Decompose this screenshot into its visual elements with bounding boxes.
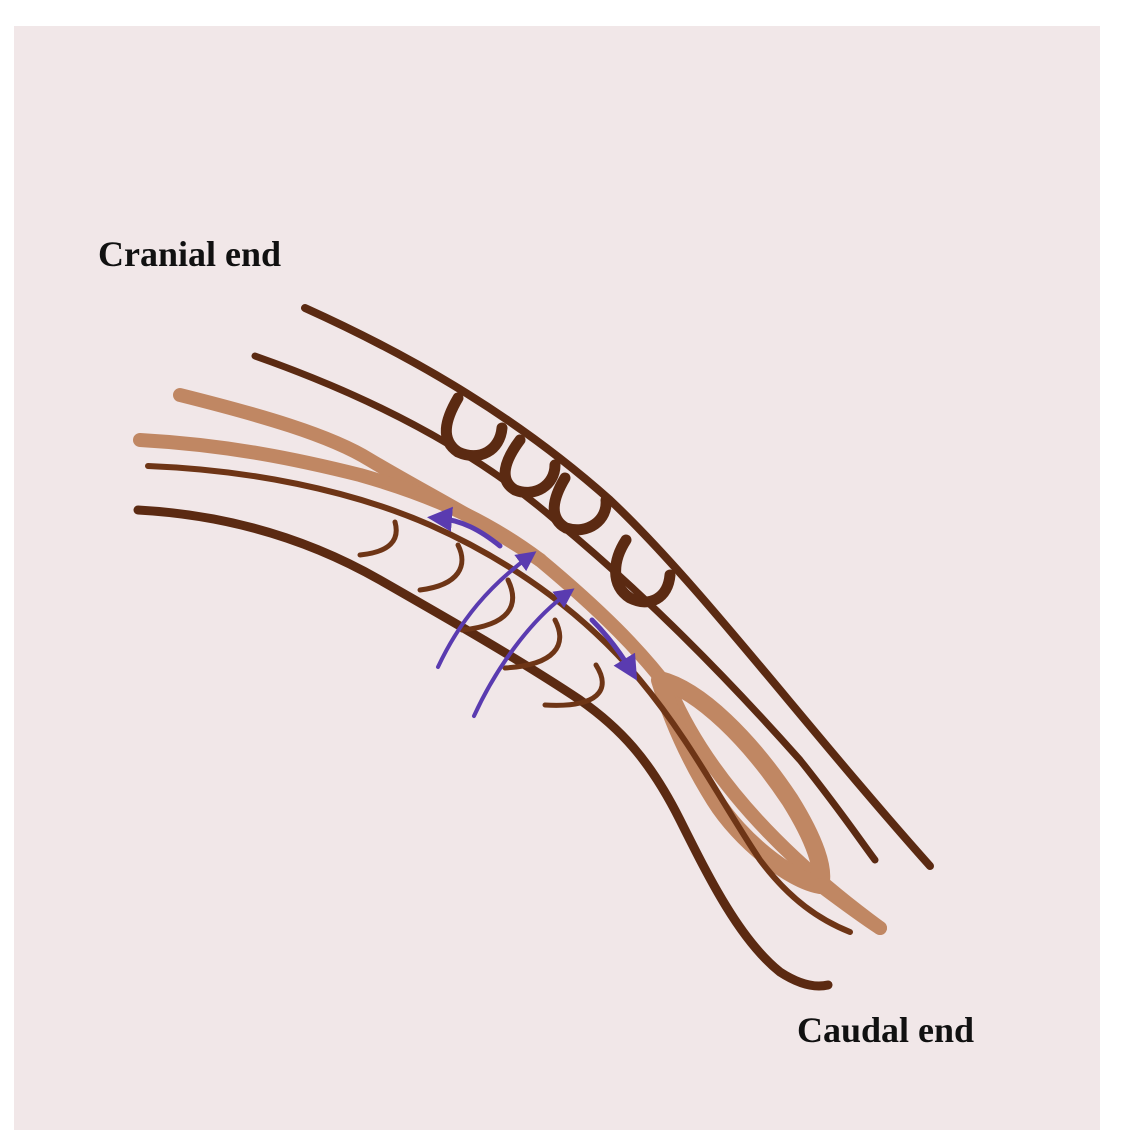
middle-tube-lower-strand bbox=[133, 433, 547, 567]
lower-ring-2 bbox=[417, 542, 465, 593]
upper-tube-outer-line bbox=[301, 304, 934, 870]
upper-ring-2 bbox=[499, 434, 561, 498]
caudal-end-label: Caudal end bbox=[797, 1010, 975, 1050]
upper-ring-1 bbox=[440, 392, 508, 462]
arrow-3 bbox=[472, 588, 575, 718]
upper-tube-inner-line bbox=[251, 352, 879, 864]
lower-tube-inner-line bbox=[145, 463, 853, 935]
arrow-2 bbox=[436, 551, 537, 669]
lower-ring-3 bbox=[459, 577, 515, 633]
upper-ring-3 bbox=[548, 472, 612, 536]
lower-ring-1 bbox=[357, 519, 399, 558]
lower-tube-outer-line bbox=[133, 505, 833, 991]
upper-tube bbox=[251, 304, 934, 870]
lower-ring-4 bbox=[502, 617, 563, 671]
middle-tube bbox=[133, 388, 887, 935]
lower-ring-5 bbox=[542, 662, 605, 708]
arrow-1 bbox=[427, 506, 503, 549]
middle-tube-tip bbox=[813, 878, 887, 935]
cranial-end-label: Cranial end bbox=[98, 234, 282, 274]
lower-tube bbox=[133, 463, 853, 991]
flow-arrows bbox=[427, 506, 638, 718]
upper-ring-4 bbox=[610, 534, 676, 608]
arrow-4 bbox=[589, 617, 638, 681]
